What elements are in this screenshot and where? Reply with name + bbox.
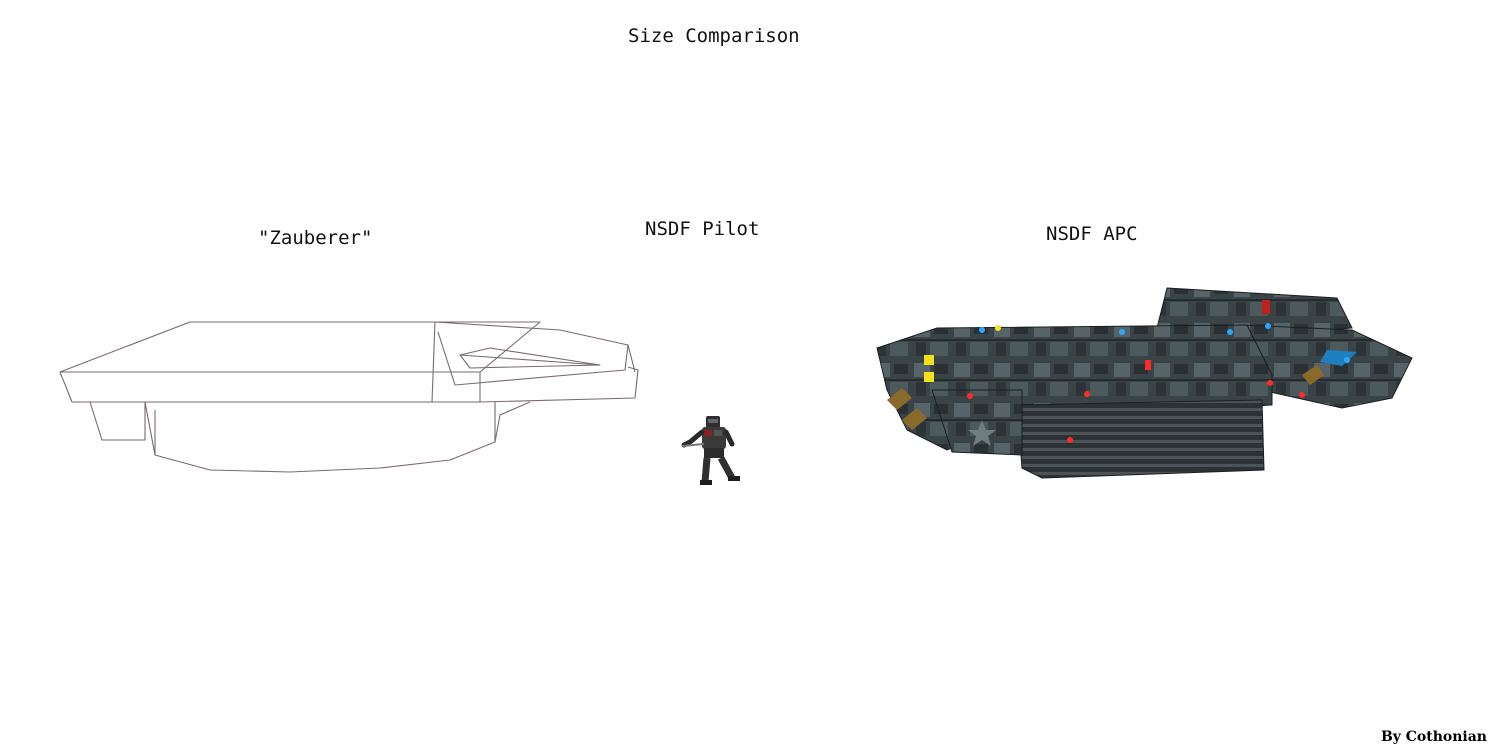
label-nsdf-apc: NSDF APC xyxy=(1046,223,1138,245)
page-title: Size Comparison xyxy=(628,25,800,47)
pilot-figure xyxy=(681,416,740,485)
label-nsdf-pilot: NSDF Pilot xyxy=(645,218,760,240)
zauberer-sketch xyxy=(59,321,639,473)
credit: By Cothonian xyxy=(1380,729,1487,745)
label-zauberer: "Zauberer" xyxy=(258,227,373,249)
apc-vehicle xyxy=(876,287,1413,479)
